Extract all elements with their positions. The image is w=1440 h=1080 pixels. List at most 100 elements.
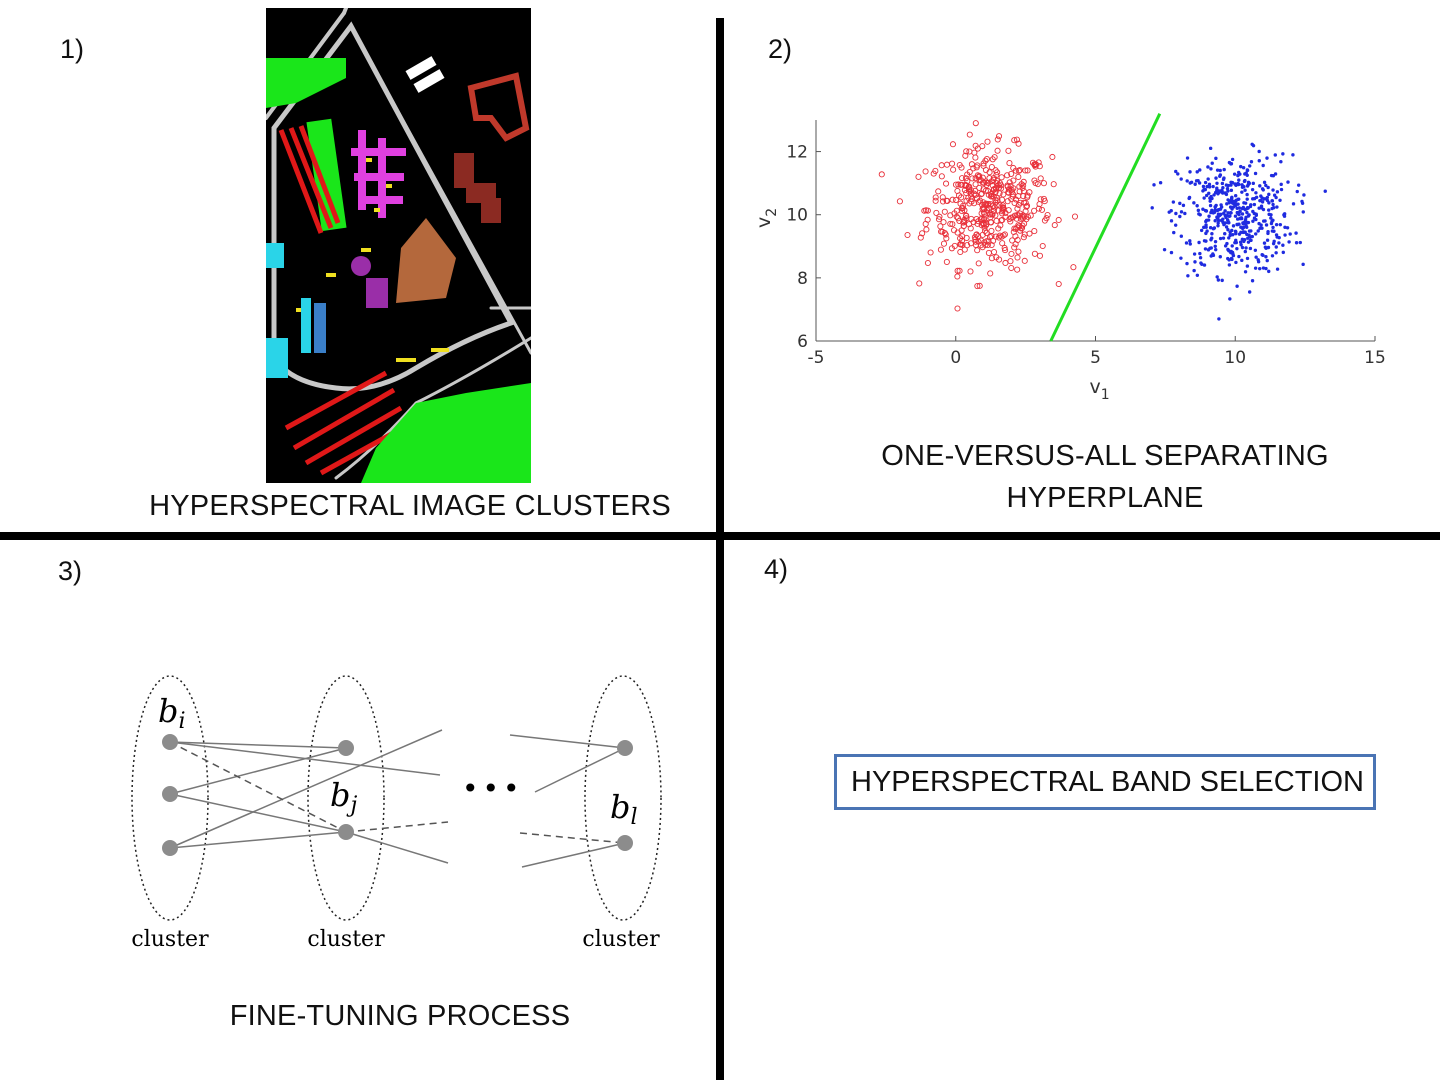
- scatter-point-blue: [1267, 208, 1271, 212]
- scatter-point-blue: [1213, 239, 1218, 244]
- scatter-point-blue: [1243, 188, 1247, 192]
- scatter-point-blue: [1271, 218, 1275, 222]
- scatter-point-red: [1016, 183, 1023, 190]
- scatter-point-blue: [1211, 211, 1216, 215]
- scatter-point-blue: [1202, 263, 1207, 267]
- scatter-point-red: [985, 249, 992, 256]
- scatter-point-red: [1021, 231, 1028, 238]
- node-label-b-i: bi: [158, 692, 186, 734]
- scatter-point-red: [990, 208, 998, 215]
- scatter-point-blue: [1228, 205, 1233, 209]
- node-b-i-1: [162, 734, 178, 750]
- scatter-point-blue: [1195, 170, 1199, 174]
- scatter-point-red: [1049, 153, 1056, 161]
- scatter-point-red: [1014, 205, 1021, 212]
- scatter-point-blue: [1258, 184, 1262, 188]
- scatter-point-blue: [1181, 203, 1186, 208]
- scatter-point-red: [998, 174, 1005, 181]
- scatter-point-blue: [1282, 214, 1287, 218]
- scatter-point-blue: [1220, 188, 1224, 193]
- scatter-point-blue: [1204, 209, 1209, 213]
- scatter-point-blue: [1247, 233, 1251, 237]
- scatter-point-red: [1024, 192, 1031, 199]
- panel-2-caption-line1: ONE-VERSUS-ALL SEPARATING: [881, 440, 1329, 472]
- scatter-point-blue: [1221, 217, 1225, 221]
- scatter-point-blue: [1281, 152, 1285, 156]
- scatter-point-blue: [1188, 239, 1192, 243]
- scatter-point-red: [1040, 180, 1047, 187]
- scatter-point-blue: [1199, 261, 1203, 265]
- scatter-point-red: [949, 196, 956, 203]
- scatter-point-blue: [1225, 202, 1229, 206]
- scatter-point-blue: [1275, 205, 1279, 209]
- node-b-l-2: [617, 835, 633, 851]
- scatter-point-blue: [1185, 179, 1189, 183]
- scatter-point-blue: [1206, 165, 1210, 169]
- scatter-point-blue: [1221, 177, 1226, 182]
- scatter-point-blue: [1247, 229, 1252, 233]
- scatter-point-red: [1013, 136, 1021, 143]
- scatter-point-blue: [1235, 217, 1240, 221]
- scatter-point-red: [1015, 222, 1022, 229]
- horizontal-divider: [0, 532, 1440, 540]
- scatter-point-blue: [1201, 184, 1206, 189]
- cluster-label-2: cluster: [307, 927, 385, 952]
- scatter-point-blue: [1162, 247, 1167, 252]
- scatter-point-blue: [1262, 241, 1267, 245]
- scatter-point-blue: [1204, 219, 1208, 224]
- scatter-point-blue: [1169, 219, 1174, 223]
- scatter-point-blue: [1249, 203, 1253, 207]
- panel-1-caption: HYPERSPECTRAL IMAGE CLUSTERS: [149, 490, 671, 522]
- scatter-point-red: [996, 202, 1003, 209]
- cluster-label-3: cluster: [582, 927, 660, 952]
- scatter-point-blue: [1254, 217, 1258, 222]
- scatter-point-red: [1010, 177, 1017, 184]
- scatter-point-blue: [1229, 183, 1233, 187]
- scatter-point-red: [982, 187, 989, 194]
- scatter-point-blue: [1243, 178, 1247, 183]
- scatter-point-blue: [1257, 159, 1261, 163]
- scatter-point-red: [1015, 173, 1022, 180]
- scatter-point-red: [954, 187, 961, 195]
- scatter-point-blue: [1253, 248, 1258, 252]
- scatter-point-blue: [1231, 233, 1235, 237]
- x-axis-label: v1: [1090, 376, 1110, 403]
- y-tick-label: 6: [797, 332, 808, 352]
- scatter-point-blue: [1220, 278, 1224, 283]
- scatter-point-red: [1071, 213, 1079, 220]
- scatter-point-red: [1014, 254, 1021, 261]
- scatter-point-blue: [1192, 268, 1196, 273]
- scatter-point-blue: [1270, 206, 1274, 211]
- scatter-point-blue: [1247, 290, 1252, 294]
- x-tick-label: 5: [1090, 348, 1101, 368]
- scatter-point-blue: [1204, 225, 1208, 229]
- cluster-ellipse-2: [307, 675, 385, 921]
- scatter-point-blue: [1224, 225, 1229, 229]
- scatter-point-blue: [1246, 240, 1251, 244]
- scatter-point-red: [1034, 181, 1041, 188]
- scatter-point-blue: [1266, 229, 1270, 234]
- scatter-point-red: [967, 190, 974, 197]
- y-axis-label: v2: [753, 208, 780, 228]
- scatter-point-blue: [1244, 171, 1248, 175]
- scatter-point-blue: [1178, 214, 1182, 219]
- scatter-point-red: [922, 168, 929, 175]
- scatter-point-red: [939, 194, 946, 201]
- scatter-point-red: [1014, 236, 1021, 244]
- scatter-point-red: [996, 190, 1003, 197]
- scatter-point-blue: [1245, 197, 1249, 201]
- node-b-i-3: [162, 840, 178, 856]
- scatter-point-blue: [1260, 226, 1264, 230]
- scatter-point-red: [966, 131, 973, 138]
- scatter-point-blue: [1208, 225, 1213, 230]
- scatter-point-red: [987, 211, 994, 218]
- scatter-point-blue: [1179, 210, 1184, 214]
- scatter-point-blue: [1234, 260, 1238, 265]
- scatter-point-red: [958, 208, 966, 215]
- scatter-point-blue: [1241, 221, 1245, 225]
- scatter-point-blue: [1198, 251, 1202, 256]
- scatter-point-red: [1006, 160, 1013, 167]
- scatter-point-red: [1039, 242, 1046, 250]
- scatter-point-red: [1015, 140, 1022, 147]
- scatter-point-blue: [1291, 202, 1296, 206]
